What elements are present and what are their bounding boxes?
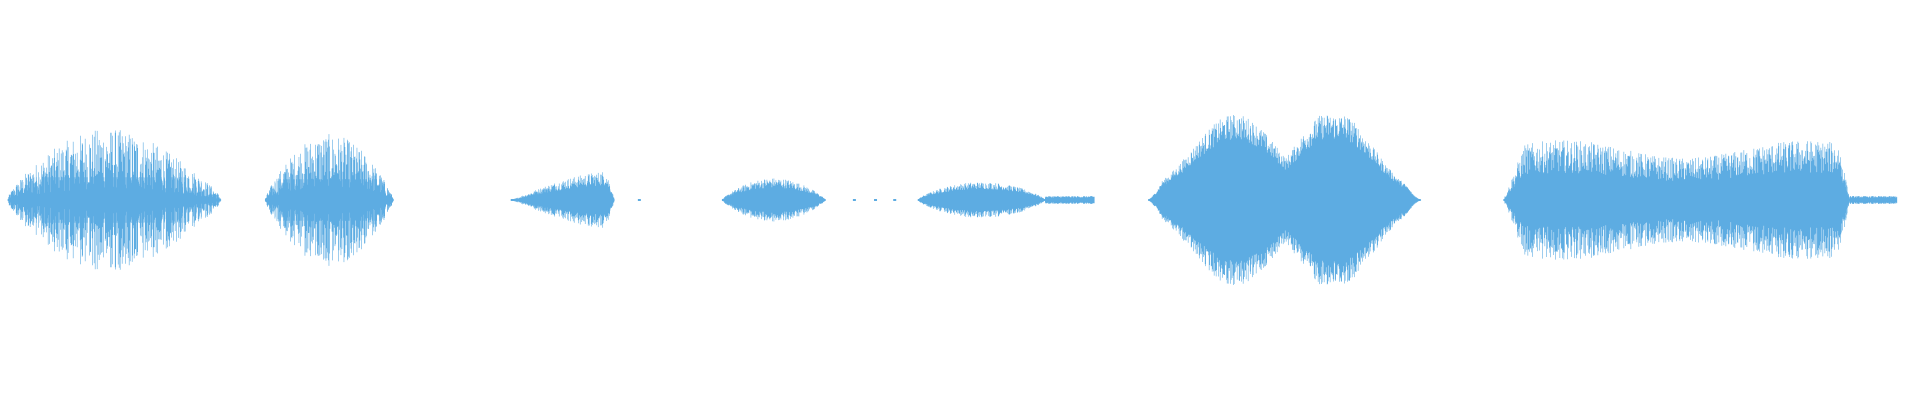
waveform-dot-1 bbox=[637, 199, 641, 201]
waveform-segment-5 bbox=[917, 182, 1095, 218]
waveform-segment-1 bbox=[7, 130, 222, 270]
waveform-dot-2 bbox=[852, 199, 856, 201]
waveform-segment-3 bbox=[510, 172, 615, 228]
waveform-segment-2 bbox=[264, 134, 395, 266]
waveform-dot-4 bbox=[893, 199, 897, 201]
waveform-dot-3 bbox=[874, 199, 878, 201]
waveform-segment-6 bbox=[1148, 115, 1422, 285]
waveform-segment-4 bbox=[721, 178, 826, 222]
waveform-segment-7 bbox=[1503, 140, 1898, 260]
